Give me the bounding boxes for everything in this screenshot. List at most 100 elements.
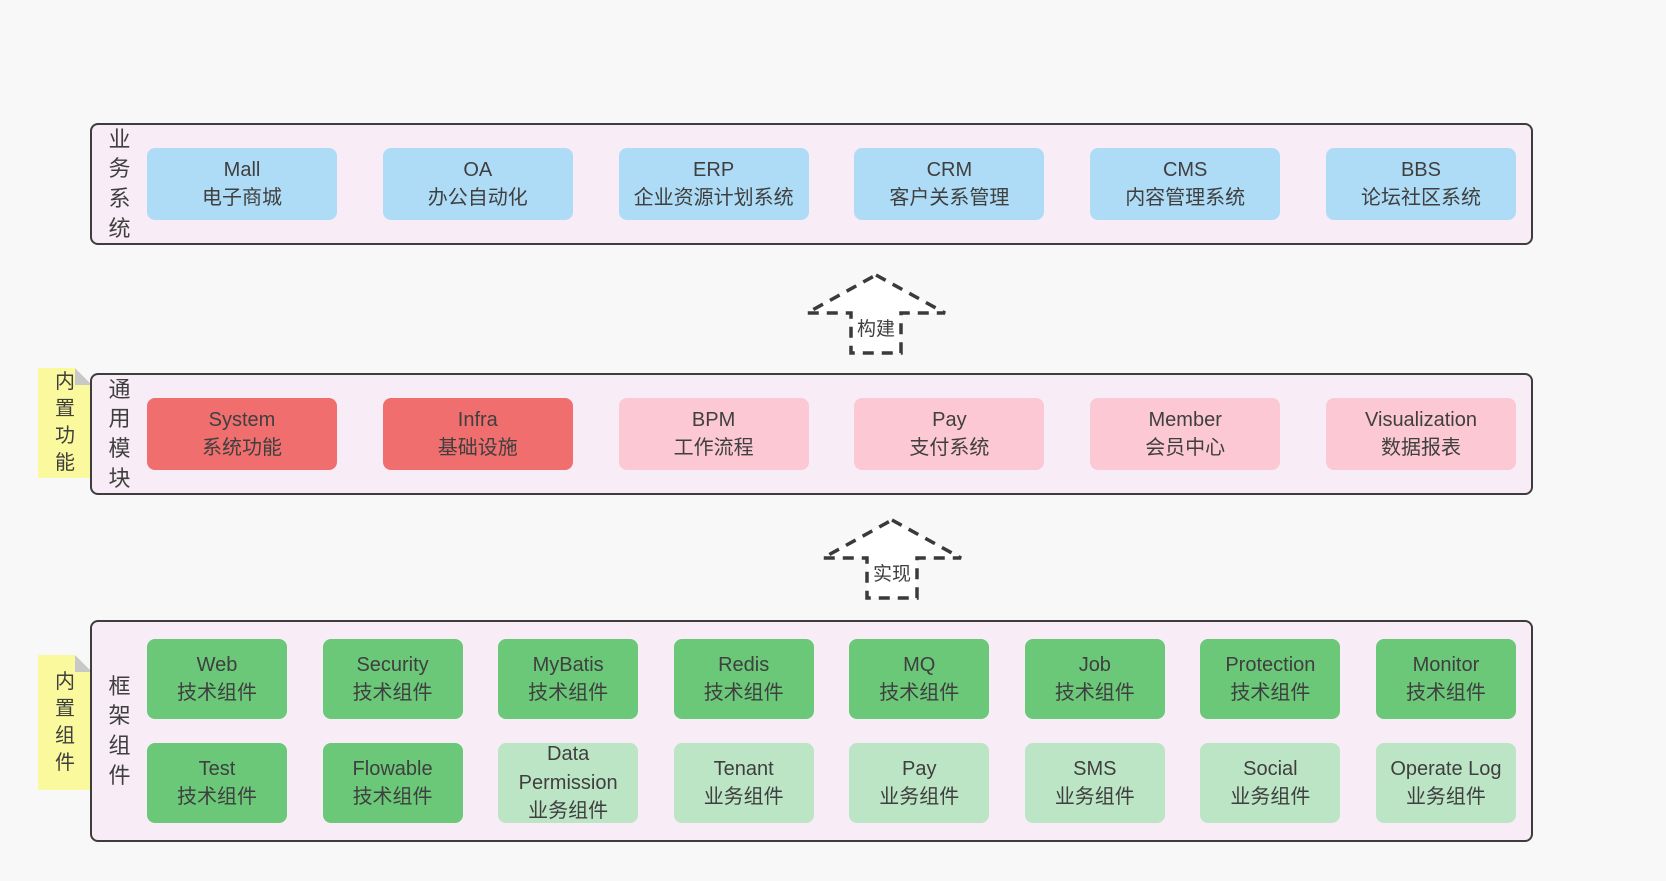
node-subtitle: 技术组件 [528,682,609,704]
node-subtitle: 技术组件 [1230,682,1311,704]
node-subtitle: 业务组件 [879,786,960,808]
node-subtitle: 技术组件 [879,682,960,704]
sticky-label: 内置功能 [55,371,75,474]
node-infra: Infra 基础设施 [382,398,573,470]
node-subtitle: 支付系统 [909,437,990,459]
node-title: CMS [1162,158,1208,181]
node-subtitle: 业务组件 [1230,786,1311,808]
node-oa: OA 办公自动化 [382,148,573,220]
node-subtitle: 技术组件 [177,682,257,704]
node-operate-log: Operate Log 业务组件 [1375,743,1516,823]
node-title: Tenant [713,757,774,780]
node-crm: CRM 客户关系管理 [854,148,1045,220]
box-row: Web 技术组件 Security 技术组件 MyBatis 技术组件 Redi… [147,639,1516,719]
node-test: Test 技术组件 [147,743,287,823]
node-web: Web 技术组件 [147,639,287,719]
node-subtitle: 系统功能 [202,437,282,459]
node-title: Web [196,653,238,676]
box-row: Mall 电子商城 OA 办公自动化 ERP 企业资源计划系统 CRM 客户关系… [147,148,1516,220]
arrow-label: 实现 [872,564,911,585]
node-subtitle: 内容管理系统 [1125,187,1246,209]
node-bpm: BPM 工作流程 [618,398,809,470]
node-subtitle: 客户关系管理 [889,187,1010,209]
sticky-label: 内置组件 [55,670,75,774]
section-label: 业务系统 [108,126,131,241]
node-subtitle: 技术组件 [1405,682,1486,704]
node-security: Security 技术组件 [322,639,463,719]
node-subtitle: 业务组件 [528,800,609,823]
node-title: Member [1148,408,1222,431]
node-title: Infra [457,408,498,431]
node-title: SMS [1073,757,1117,780]
node-title: CRM [926,158,973,181]
node-subtitle: 技术组件 [352,682,433,704]
node-mq: MQ 技术组件 [849,639,990,719]
section-content: System 系统功能 Infra 基础设施 BPM 工作流程 Pay 支付系统… [147,375,1531,493]
section-common-modules: 通用模块 System 系统功能 Infra 基础设施 BPM 工作流程 Pay… [90,373,1533,495]
section-business-systems: 业务系统 Mall 电子商城 OA 办公自动化 ERP 企业资源计划系统 CRM… [90,123,1533,245]
node-title: Monitor [1412,653,1480,676]
node-title: Pay [932,408,967,431]
node-title: MyBatis [532,653,604,676]
arrow-up-icon [806,273,946,355]
node-title: ERP [693,158,735,181]
node-subtitle: 企业资源计划系统 [633,187,794,209]
node-system: System 系统功能 [147,398,337,470]
node-title: Protection [1225,653,1316,676]
node-title: Data Permission [518,743,618,794]
node-subtitle: 论坛社区系统 [1360,187,1481,209]
node-title: Job [1078,653,1111,676]
node-subtitle: 技术组件 [177,786,257,808]
node-protection: Protection 技术组件 [1200,639,1341,719]
box-row: System 系统功能 Infra 基础设施 BPM 工作流程 Pay 支付系统… [147,398,1516,470]
node-subtitle: 数据报表 [1380,437,1461,459]
node-title: Mall [223,158,261,181]
node-title: Social [1243,757,1298,780]
node-subtitle: 技术组件 [1054,682,1135,704]
node-subtitle: 技术组件 [352,786,433,808]
node-title: Redis [718,653,770,676]
node-title: OA [463,158,493,181]
section-label: 框架组件 [108,673,131,788]
node-data-permission: Data Permission 业务组件 [498,743,639,823]
node-sms: SMS 业务组件 [1024,743,1165,823]
node-subtitle: 业务组件 [1405,786,1486,808]
section-framework-components: 框架组件 Web 技术组件 Security 技术组件 MyBatis 技术组件… [90,620,1533,842]
node-title: Test [198,757,236,780]
node-title: MQ [903,653,936,676]
node-title: BBS [1400,158,1441,181]
section-content: Web 技术组件 Security 技术组件 MyBatis 技术组件 Redi… [147,622,1531,840]
sticky-note-builtin-features: 内置功能 [38,368,92,478]
sticky-note-builtin-components: 内置组件 [38,655,92,790]
node-subtitle: 业务组件 [703,786,784,808]
node-title: Flowable [352,757,433,780]
node-bbs: BBS 论坛社区系统 [1325,148,1516,220]
node-subtitle: 业务组件 [1054,786,1135,808]
node-flowable: Flowable 技术组件 [322,743,463,823]
node-mall: Mall 电子商城 [147,148,337,220]
section-label: 通用模块 [108,376,131,491]
node-subtitle: 电子商城 [202,187,282,209]
node-subtitle: 技术组件 [703,682,784,704]
node-title: Security [356,653,429,676]
node-monitor: Monitor 技术组件 [1375,639,1516,719]
node-mybatis: MyBatis 技术组件 [498,639,639,719]
node-subtitle: 基础设施 [437,437,518,459]
node-pay: Pay 支付系统 [854,398,1045,470]
node-job: Job 技术组件 [1024,639,1165,719]
node-subtitle: 办公自动化 [427,187,528,209]
node-visualization: Visualization 数据报表 [1325,398,1516,470]
box-row: Test 技术组件 Flowable 技术组件 Data Permission … [147,743,1516,823]
build-arrow: 构建 [804,272,948,356]
implement-arrow: 实现 [820,517,964,601]
node-title: Visualization [1365,408,1477,431]
node-title: System [208,408,276,431]
node-member: Member 会员中心 [1090,398,1281,470]
node-tenant: Tenant 业务组件 [673,743,814,823]
node-redis: Redis 技术组件 [673,639,814,719]
section-content: Mall 电子商城 OA 办公自动化 ERP 企业资源计划系统 CRM 客户关系… [147,125,1531,243]
arrow-label: 构建 [856,319,895,340]
node-subtitle: 工作流程 [673,437,754,459]
node-social: Social 业务组件 [1200,743,1341,823]
